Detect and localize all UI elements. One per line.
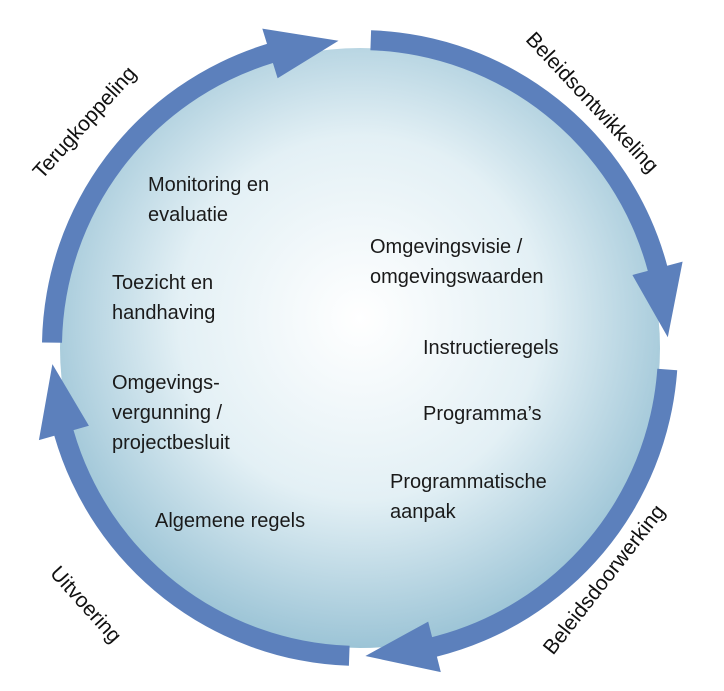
arrow-uitvoering <box>38 364 350 666</box>
item-line: Monitoring en <box>148 174 270 196</box>
item-programmas: Programma’s <box>423 399 542 429</box>
item-toezicht-en-handhaving: Toezicht en handhaving <box>112 268 215 328</box>
item-line: handhaving <box>112 302 216 324</box>
item-line: projectbesluit <box>112 432 230 454</box>
item-line: evaluatie <box>148 204 229 226</box>
item-line: Toezicht en <box>112 272 214 294</box>
cycle-arrows <box>38 28 683 673</box>
arrow-beleidsontwikkeling <box>370 30 683 338</box>
item-omgevingsvisie: Omgevingsvisie / omgevingswaarden <box>370 232 543 292</box>
item-line: Programmatische <box>390 471 547 493</box>
item-programmatische-aanpak: Programmatische aanpak <box>390 467 547 527</box>
item-omgevingsvergunning: Omgevings- vergunning / projectbesluit <box>112 368 230 458</box>
item-line: Programma’s <box>423 403 542 425</box>
item-line: Omgevings- <box>112 372 220 394</box>
arrow-beleidsdoorwerking <box>365 368 678 673</box>
item-line: vergunning / <box>112 402 223 424</box>
item-algemene-regels: Algemene regels <box>155 506 305 536</box>
item-monitoring-en-evaluatie: Monitoring en evaluatie <box>148 170 269 230</box>
arrow-terugkoppeling <box>42 28 339 343</box>
item-line: Omgevingsvisie / <box>370 236 523 258</box>
item-line: omgevingswaarden <box>370 266 544 288</box>
cycle-circle <box>60 48 660 648</box>
item-line: aanpak <box>390 501 456 523</box>
item-line: Instructieregels <box>423 337 559 359</box>
item-line: Algemene regels <box>155 510 306 532</box>
item-instructieregels: Instructieregels <box>423 333 559 363</box>
